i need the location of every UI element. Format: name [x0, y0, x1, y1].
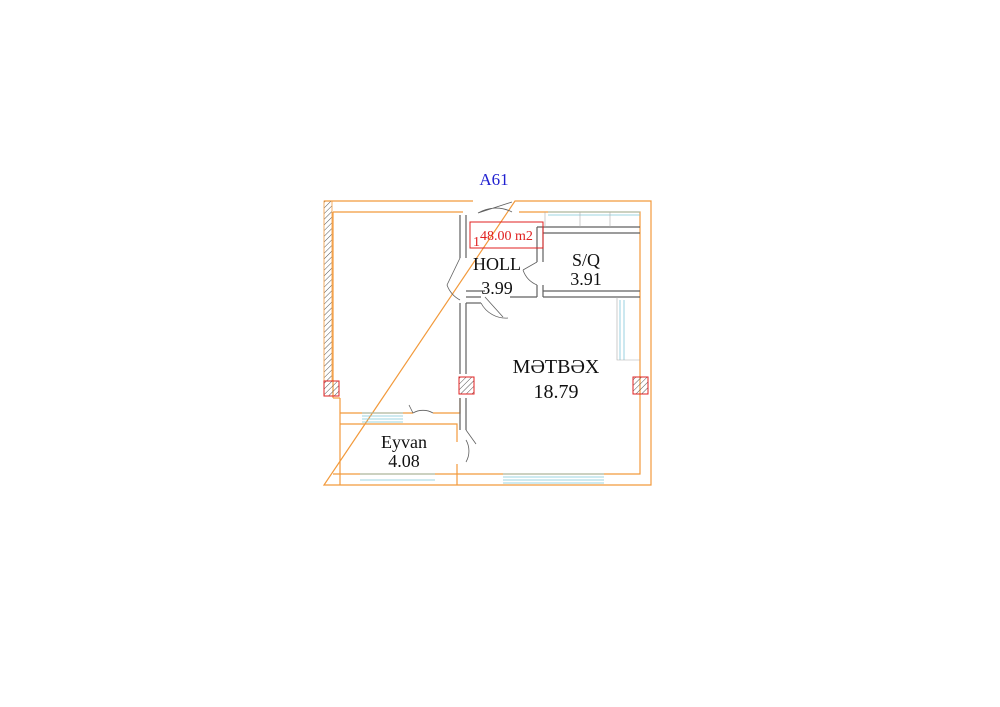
room-name-metbex: MƏTBƏX: [513, 356, 600, 378]
room-area-metbex: 18.79: [534, 381, 579, 403]
area-box-total: 48.00 m2: [480, 229, 533, 244]
kitchen-counter: [544, 212, 640, 361]
room-area-holl: 3.99: [481, 278, 513, 298]
balcony-door-right: [465, 429, 477, 463]
partitions: [459, 215, 640, 430]
windows: [360, 211, 640, 484]
hatched-wall: [323, 200, 333, 382]
room-name-eyvan: Eyvan: [381, 432, 427, 452]
unit-label: A61: [479, 170, 508, 189]
column: [323, 380, 340, 397]
sq-door: [522, 261, 538, 286]
area-box: [469, 221, 544, 249]
room-area-eyvan: 4.08: [388, 451, 420, 471]
holl-door: [446, 257, 461, 301]
entrance-door: [477, 201, 513, 214]
columns: [323, 376, 649, 397]
doors: [408, 201, 538, 463]
kitchen-door: [480, 296, 509, 319]
column: [458, 376, 475, 395]
area-box-prefix: 1: [473, 235, 480, 250]
room-area-sq: 3.91: [570, 269, 602, 289]
room-name-holl: HOLL: [473, 254, 521, 274]
balcony-door-left: [408, 404, 434, 414]
room-name-sq: S/Q: [572, 250, 600, 270]
column: [632, 376, 649, 395]
